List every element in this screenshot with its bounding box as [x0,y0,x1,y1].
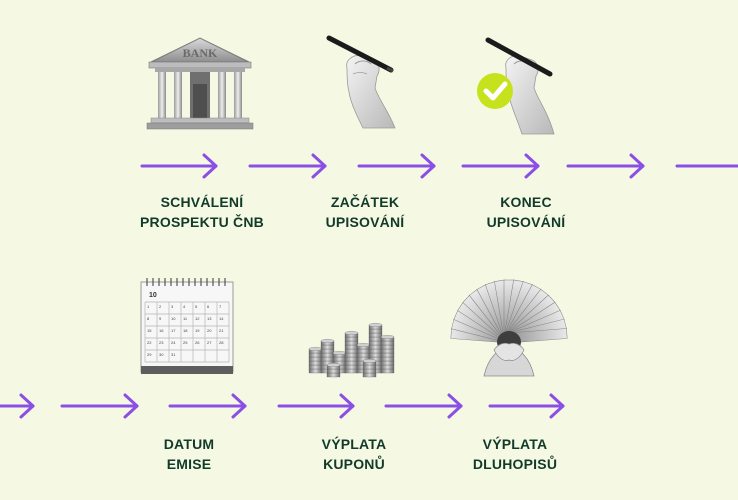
calendar-day: 27 [207,340,212,345]
step-label-zacatek: ZAČÁTEK UPISOVÁNÍ [325,194,405,230]
calendar-day: 23 [159,340,164,345]
calendar-day: 26 [195,340,200,345]
calendar-day: 1 [147,304,150,309]
calendar-day: 6 [207,304,210,309]
arrow-7 [0,393,35,419]
calendar-day: 8 [147,316,150,321]
arrow-9 [168,393,247,419]
bank-building-icon: BANK [146,37,254,130]
arrow-2 [248,153,327,179]
step-label-prospekt: SCHVÁLENÍ PROSPEKTU ČNB [140,194,264,230]
calendar-day: 7 [219,304,222,309]
calendar-day: 10 [171,316,176,321]
calendar-day: 9 [159,316,162,321]
calendar-day: 29 [147,352,152,357]
hand-pen-icon [326,35,396,129]
calendar-day: 30 [159,352,164,357]
money-fan-icon [450,279,568,377]
coin-stack [326,363,341,378]
calendar-day: 21 [219,328,224,333]
calendar-day: 19 [195,328,200,333]
arrow-8 [60,393,139,419]
calendar-day: 17 [171,328,176,333]
timeline-arrows-row-1 [140,153,738,179]
calendar-day: 15 [147,328,152,333]
calendar-day: 18 [183,328,188,333]
step-label-kupony: VÝPLATA KUPONŮ [321,436,387,472]
calendar-day: 12 [195,316,200,321]
calendar-day: 28 [219,340,224,345]
step-label-emise: DATUM EMISE [163,436,215,472]
calendar-day: 25 [183,340,188,345]
calendar-day: 4 [183,304,186,309]
timeline-arrows-row-2 [0,393,565,419]
arrow-11 [384,393,463,419]
arrow-1 [140,153,218,179]
calendar-day: 16 [159,328,164,333]
calendar-day: 20 [207,328,212,333]
coin-stack [380,335,395,374]
calendar-day: 31 [171,352,176,357]
coin-stack [308,347,323,374]
calendar-month: 10 [149,292,157,299]
arrow-4 [461,153,540,179]
step-label-konec: KONEC UPISOVÁNÍ [486,194,566,230]
calendar-day: 13 [207,316,212,321]
calendar-day: 24 [171,340,176,345]
coin-stacks-icon [308,323,395,378]
check-icon [477,73,513,109]
step-label-dluhopisy: VÝPLATA DLUHOPISŮ [472,436,558,472]
arrow-12 [488,393,565,419]
calendar-day: 11 [183,316,188,321]
coin-stack [344,331,359,374]
calendar-day: 3 [171,304,174,309]
arrow-10 [277,393,355,419]
arrow-5 [566,153,645,179]
arrow-3 [357,153,436,179]
coin-stack [362,359,377,378]
calendar-day: 2 [159,304,162,309]
hand-pen-check-icon [477,37,555,135]
bank-sign-text: BANK [183,46,218,60]
calendar-day: 22 [147,340,152,345]
calendar-day: 14 [219,316,224,321]
calendar-day: 5 [195,304,198,309]
